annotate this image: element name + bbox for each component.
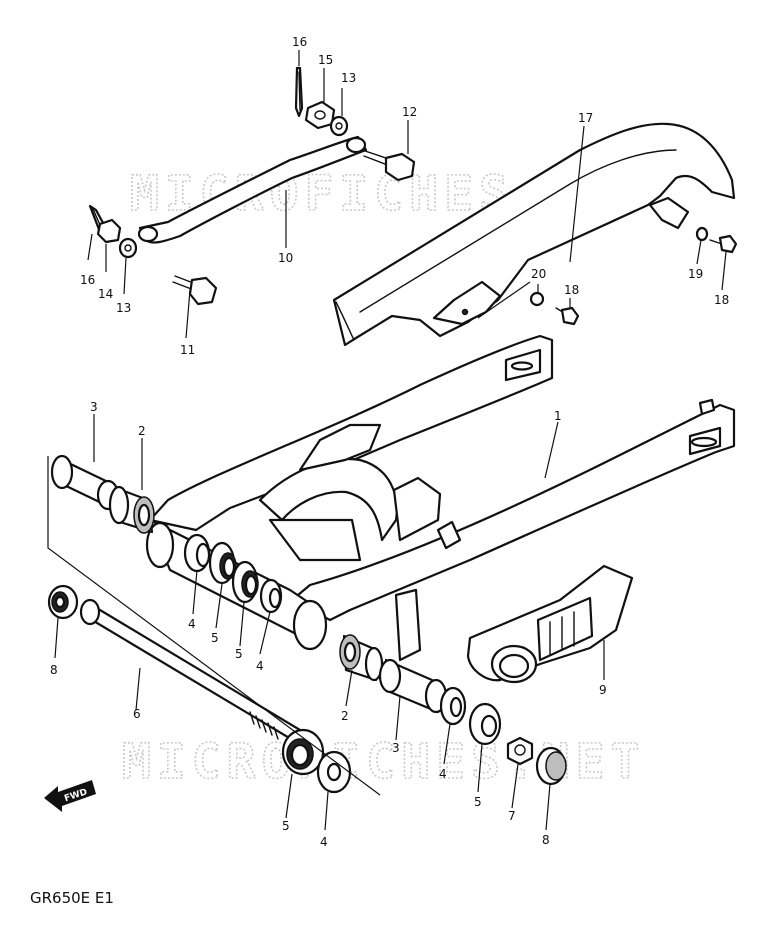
washer-4-left-b — [259, 578, 283, 614]
assembly-line-left — [47, 456, 381, 796]
fwd-arrow-icon: FWD — [44, 780, 96, 812]
washer-13-left — [118, 237, 138, 259]
washer-19 — [695, 226, 709, 242]
model-code: GR650E E1 — [30, 889, 114, 907]
seal-5-left-a — [208, 541, 237, 585]
callout-4: 4 — [320, 835, 328, 849]
cotter-pin-16-top — [294, 66, 304, 118]
callout-5: 5 — [211, 631, 219, 645]
callout-5: 5 — [474, 795, 482, 809]
spacer-3-right — [378, 658, 448, 714]
callout-10: 10 — [278, 251, 293, 265]
washer-4-shaft — [316, 750, 352, 794]
washer-4-left — [183, 533, 211, 573]
callout-3: 3 — [392, 741, 400, 755]
seal-5-shaft — [281, 728, 325, 776]
callout-1: 1 — [554, 409, 562, 423]
callout-4: 4 — [256, 659, 264, 673]
swingarm — [145, 334, 736, 662]
bolt-18-right — [709, 234, 738, 254]
callout-8: 8 — [50, 663, 58, 677]
washer-20 — [529, 291, 545, 307]
callout-13: 13 — [116, 301, 131, 315]
bearing-2-left — [108, 485, 155, 534]
callout-7: 7 — [508, 809, 516, 823]
callout-12: 12 — [402, 105, 417, 119]
nut-cap-8-left — [47, 584, 79, 620]
bolt-18-left — [555, 306, 580, 326]
bolt-12 — [361, 149, 416, 182]
callout-4: 4 — [439, 767, 447, 781]
washer-4-right — [439, 686, 467, 726]
watermark-bottom: MICROFICHES.NET — [122, 734, 645, 790]
callout-2: 2 — [341, 709, 349, 723]
chain-guard — [466, 564, 634, 684]
callout-18: 18 — [564, 283, 579, 297]
washer-13-top — [329, 115, 349, 137]
callout-18: 18 — [714, 293, 729, 307]
callout-8: 8 — [542, 833, 550, 847]
callout-17: 17 — [578, 111, 593, 125]
callout-5: 5 — [282, 819, 290, 833]
spacer-3-left — [50, 454, 120, 511]
callout-5: 5 — [235, 647, 243, 661]
callout-11: 11 — [180, 343, 195, 357]
callout-13: 13 — [341, 71, 356, 85]
nut-15 — [304, 100, 336, 130]
callout-9: 9 — [599, 683, 607, 697]
torque-link — [137, 135, 368, 244]
callout-4: 4 — [188, 617, 196, 631]
callout-15: 15 — [318, 53, 333, 67]
nut-7 — [506, 736, 534, 766]
callout-20: 20 — [531, 267, 546, 281]
leader-lines — [54, 50, 727, 831]
seal-5-right — [468, 702, 502, 746]
callout-16: 16 — [292, 35, 307, 49]
callout-numbers: 16 15 13 12 17 10 16 14 13 11 20 18 19 1… — [50, 35, 729, 849]
bearing-2-right — [339, 634, 384, 682]
callout-2: 2 — [138, 424, 146, 438]
bolt-11 — [172, 275, 218, 306]
callout-6: 6 — [133, 707, 141, 721]
callout-19: 19 — [688, 267, 703, 281]
callout-16: 16 — [80, 273, 95, 287]
seal-5-left-b — [231, 560, 259, 604]
callout-14: 14 — [98, 287, 113, 301]
nut-cap-8-right — [535, 746, 567, 786]
chain-case — [332, 122, 736, 347]
nut-14 — [96, 218, 122, 244]
callout-3: 3 — [90, 400, 98, 414]
